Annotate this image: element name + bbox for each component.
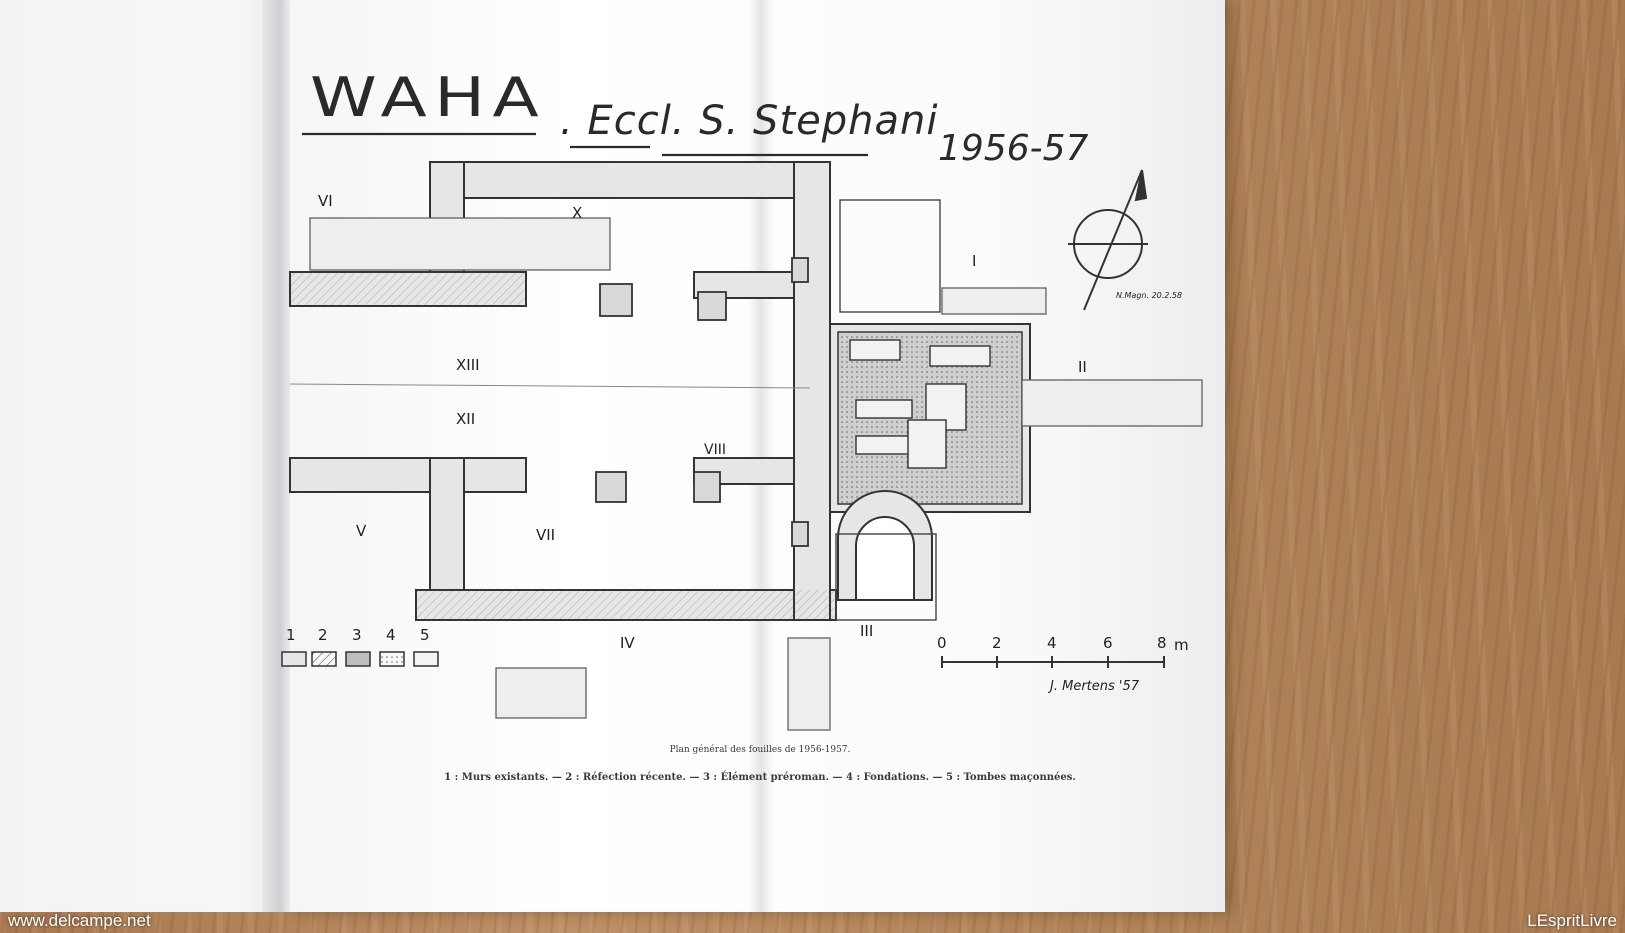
room-label-x: X bbox=[572, 204, 582, 222]
room-label-vi: VI bbox=[318, 192, 333, 210]
title-underlines bbox=[302, 132, 868, 157]
figure-caption-title: Plan général des fouilles de 1956-1957. bbox=[669, 745, 851, 755]
piers bbox=[595, 257, 809, 547]
room-label-iv: IV bbox=[620, 634, 635, 652]
trenches bbox=[309, 217, 1203, 731]
room-label-viii: VIII bbox=[704, 442, 726, 458]
hatch-wall-north bbox=[290, 272, 526, 306]
book-gutter bbox=[748, 0, 774, 912]
outlines bbox=[289, 199, 941, 621]
scale-label-4: 4 bbox=[1047, 634, 1057, 652]
plan-labels: VI X XIII XII VIII V VII IV III I II 1 2… bbox=[286, 192, 1189, 694]
left-book-page bbox=[0, 0, 290, 912]
plan-subtitle: . Eccl. S. Stephani bbox=[560, 98, 939, 144]
room-label-iii: III bbox=[860, 622, 873, 640]
apse bbox=[837, 490, 933, 601]
room-label-xii: XII bbox=[456, 410, 475, 428]
watermark-delcampe: www.delcampe.net bbox=[8, 911, 151, 930]
scale-label-6: 6 bbox=[1103, 634, 1113, 652]
scale-label-0: 0 bbox=[937, 634, 947, 652]
church-floor-plan: VI X XIII XII VIII V VII IV III I II 1 2… bbox=[281, 132, 1203, 731]
room-label-vii: VII bbox=[536, 526, 555, 544]
legend-number-2: 2 bbox=[318, 626, 328, 644]
watermark-lespritlivre: LEspritLivre bbox=[1527, 911, 1617, 930]
scale-unit: m bbox=[1174, 636, 1189, 654]
plan-year: 1956-57 bbox=[938, 128, 1089, 169]
scale-bar bbox=[941, 656, 1165, 668]
legend-number-3: 3 bbox=[352, 626, 362, 644]
tombs bbox=[849, 339, 991, 469]
room-label-ii: II bbox=[1078, 358, 1087, 376]
plan-signature: J. Mertens '57 bbox=[1047, 679, 1140, 694]
legend-number-4: 4 bbox=[386, 626, 396, 644]
legend-swatches bbox=[281, 651, 439, 667]
plan-title: WAHA bbox=[310, 66, 547, 129]
right-book-page bbox=[290, 0, 1225, 912]
room-label-xiii: XIII bbox=[456, 356, 480, 374]
book-edge bbox=[262, 0, 292, 912]
legend-number-5: 5 bbox=[420, 626, 430, 644]
scale-label-2: 2 bbox=[992, 634, 1002, 652]
legend-number-1: 1 bbox=[286, 626, 296, 644]
north-note: N.Magn. 20.2.58 bbox=[1116, 291, 1182, 300]
room-label-v: V bbox=[356, 522, 367, 540]
hatch-wall-south bbox=[416, 590, 836, 620]
figure-caption-legend: 1 : Murs existants. — 2 : Réfection réce… bbox=[444, 772, 1076, 783]
room-label-i: I bbox=[972, 252, 976, 270]
scale-label-8: 8 bbox=[1157, 634, 1167, 652]
compass-rose bbox=[1068, 169, 1148, 311]
